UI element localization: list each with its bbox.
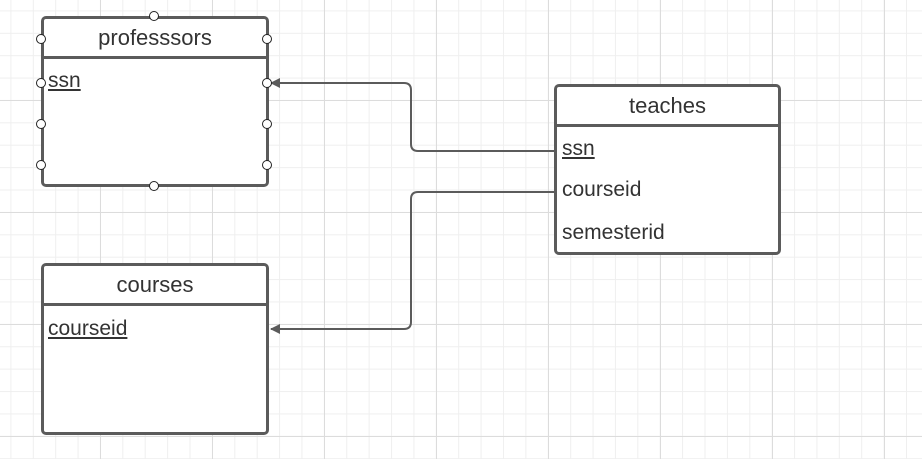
- resize-handle-right-top[interactable]: [262, 34, 272, 44]
- resize-handle-left-top[interactable]: [36, 34, 46, 44]
- resize-handle-right-upper[interactable]: [262, 78, 272, 88]
- resize-handle-left-bottom[interactable]: [36, 160, 46, 170]
- resize-handle-right-bottom[interactable]: [262, 160, 272, 170]
- entity-professors-title[interactable]: professsors: [44, 19, 266, 59]
- resize-handle-left-upper[interactable]: [36, 78, 46, 88]
- teaches-attr-courseid[interactable]: courseid: [562, 178, 642, 201]
- resize-handle-bottom[interactable]: [149, 181, 159, 191]
- teaches-attr-ssn[interactable]: ssn: [562, 137, 595, 160]
- teaches-attr-semesterid[interactable]: semesterid: [562, 221, 665, 244]
- resize-handle-top[interactable]: [149, 11, 159, 21]
- professors-attr-ssn[interactable]: ssn: [48, 69, 81, 92]
- entity-teaches[interactable]: teaches ssn courseid semesterid: [554, 84, 781, 255]
- entity-courses-title[interactable]: courses: [44, 266, 266, 306]
- courses-attr-courseid[interactable]: courseid: [48, 317, 128, 340]
- resize-handle-left-mid[interactable]: [36, 119, 46, 129]
- connector-teaches-courseid-to-courses-courseid[interactable]: [270, 191, 558, 334]
- connector-teaches-ssn-to-professors-ssn[interactable]: [270, 78, 558, 152]
- entity-courses[interactable]: courses courseid: [41, 263, 269, 435]
- entity-professors[interactable]: professsors ssn: [41, 16, 269, 187]
- entity-teaches-title[interactable]: teaches: [557, 87, 778, 127]
- resize-handle-right-mid[interactable]: [262, 119, 272, 129]
